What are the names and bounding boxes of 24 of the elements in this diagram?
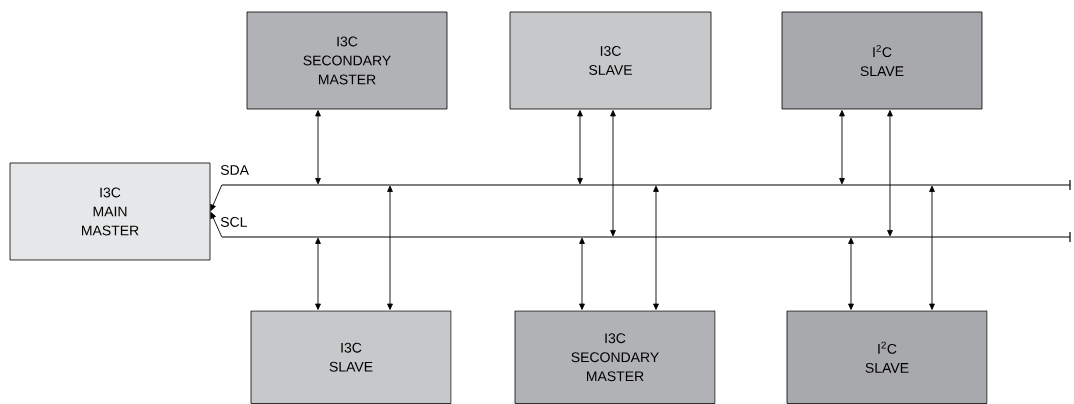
device-box: I3C SECONDARY MASTER	[514, 310, 716, 404]
arrow	[610, 110, 616, 237]
arrow	[579, 237, 585, 310]
device-box: I$^{2}$C SLAVE	[781, 11, 983, 110]
arrow	[839, 110, 845, 185]
signal-label: SCL	[220, 217, 247, 227]
bus-line	[222, 231, 1071, 243]
arrow	[653, 185, 659, 310]
device-box: I3C MAIN MASTER	[9, 162, 211, 261]
device-box: I3C SLAVE	[250, 310, 452, 404]
arrow	[387, 185, 393, 310]
device-box: I$^{2}$C SLAVE	[786, 310, 988, 404]
arrow	[577, 110, 583, 185]
arrow	[210, 212, 223, 238]
bus-line	[222, 179, 1071, 191]
signal-label: SDA	[220, 165, 249, 175]
device-box: I3C SLAVE	[509, 11, 712, 110]
arrow	[887, 110, 893, 237]
arrow	[848, 237, 854, 310]
arrow	[315, 110, 321, 185]
arrow	[315, 237, 321, 310]
arrow	[210, 184, 223, 211]
device-box: I3C SECONDARY MASTER	[246, 11, 448, 110]
arrow	[929, 185, 935, 310]
